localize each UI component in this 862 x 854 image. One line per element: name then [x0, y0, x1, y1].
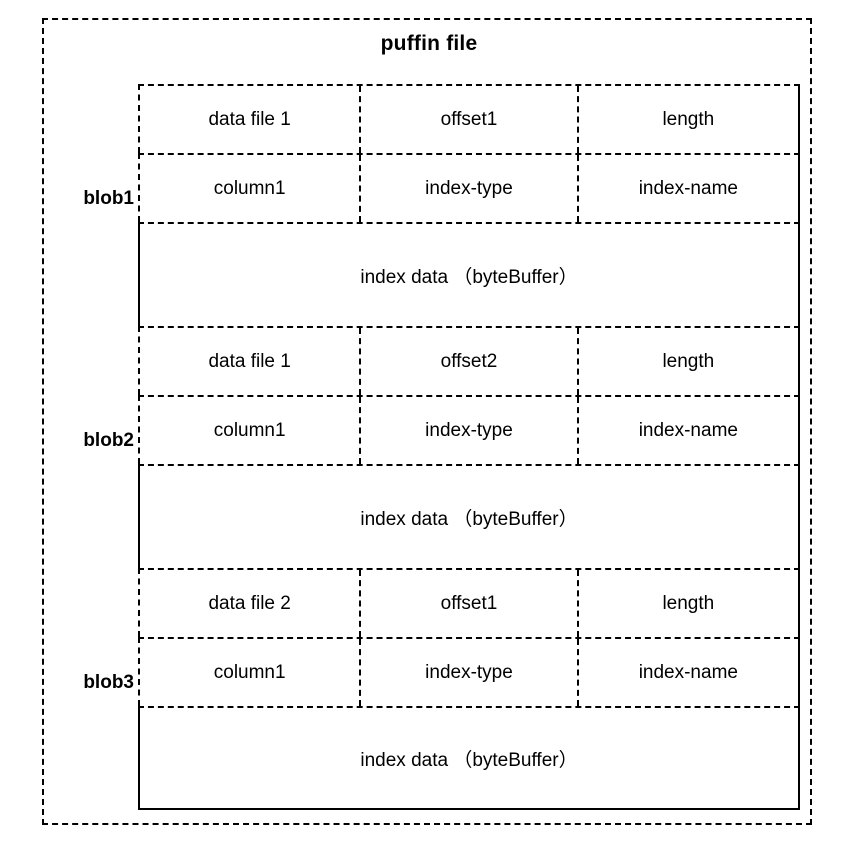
cell-length: length: [662, 108, 715, 130]
cell-offset: offset1: [359, 86, 579, 153]
table-row: column1 index-type index-name: [138, 153, 800, 222]
cell-index-name: index-name: [638, 177, 738, 199]
table-row: data file 1 offset2 length: [138, 326, 800, 395]
table-row: column1 index-type index-name: [138, 395, 800, 464]
cell-data-file: data file 1: [208, 108, 291, 130]
cell-index-type: index-type: [359, 397, 579, 464]
cell-index-name: index-name: [638, 419, 738, 441]
blob-label-blob1: blob1: [83, 188, 134, 209]
cell-index-data: index data （byteBuffer）: [138, 222, 800, 326]
cell-offset: offset2: [359, 328, 579, 395]
cell-index-data: index data （byteBuffer）: [138, 464, 800, 568]
puffin-file-container: puffin file: [42, 18, 812, 825]
cell-offset: offset1: [359, 570, 579, 637]
table-row: data file 2 offset1 length: [138, 568, 800, 637]
blob-label-blob3: blob3: [83, 672, 134, 693]
cell-length: length: [662, 350, 715, 372]
cell-index-type: index-type: [359, 639, 579, 706]
blob-table-blob1: data file 1 offset1 length column1 index…: [138, 84, 800, 326]
cell-column: column1: [213, 661, 286, 683]
blob-label-blob2: blob2: [83, 430, 134, 451]
table-row: column1 index-type index-name: [138, 637, 800, 706]
cell-data-file: data file 1: [208, 350, 291, 372]
table-row: data file 1 offset1 length: [138, 84, 800, 153]
cell-index-data: index data （byteBuffer）: [138, 706, 800, 810]
cell-index-name: index-name: [638, 661, 738, 683]
cell-column: column1: [213, 177, 286, 199]
puffin-file-title: puffin file: [380, 32, 478, 55]
cell-data-file: data file 2: [208, 592, 291, 614]
cell-column: column1: [213, 419, 286, 441]
blob-table-blob3: data file 2 offset1 length column1 index…: [138, 568, 800, 810]
blob-table-blob2: data file 1 offset2 length column1 index…: [138, 326, 800, 568]
cell-index-type: index-type: [359, 155, 579, 222]
cell-length: length: [662, 592, 715, 614]
